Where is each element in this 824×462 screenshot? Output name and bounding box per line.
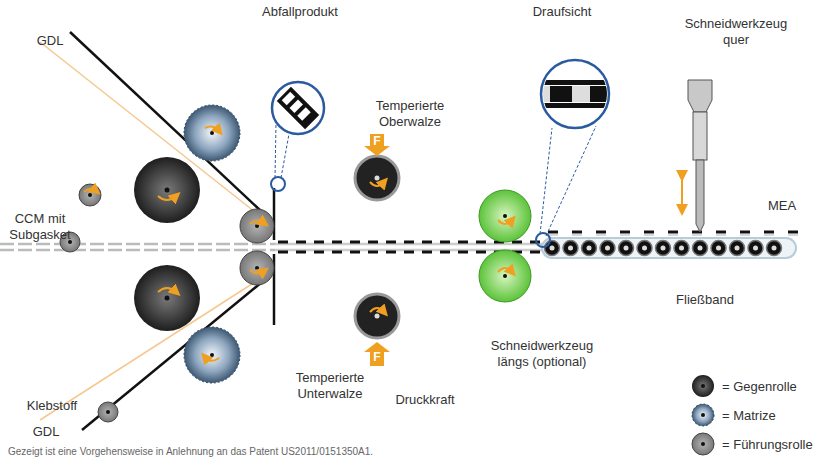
legend-row: = Matrize: [690, 403, 776, 427]
material-label: CCM mit Subgasket: [0, 211, 80, 243]
legend-text: = Gegenrolle: [722, 379, 797, 394]
callout-label: Abfallprodukt: [245, 4, 355, 20]
legend-text: = Matrize: [722, 408, 776, 423]
tool-label: Schneidwerkzeug längs (optional): [482, 338, 602, 370]
force-label: Druckkraft: [385, 392, 465, 408]
legend-swatch: [690, 402, 716, 428]
roll-label: Temperierte Unterwalze: [282, 370, 378, 402]
force-symbol: F: [370, 350, 384, 364]
legend-row: = Gegenrolle: [690, 374, 797, 398]
legend-swatch: [690, 373, 716, 399]
material-label: GDL: [26, 424, 66, 440]
force-symbol: F: [370, 134, 384, 148]
material-label: Klebstoff: [17, 398, 87, 414]
product-label: MEA: [762, 198, 802, 214]
material-label: GDL: [30, 33, 70, 49]
callout-label: Draufsicht: [517, 4, 607, 20]
conveyor-label: Fließband: [665, 292, 745, 308]
caption: Gezeigt ist eine Vorgehensweise in Anleh…: [8, 446, 373, 457]
roll-label: Temperierte Oberwalze: [362, 98, 458, 130]
tool-label: Schneidwerkzeug quer: [676, 16, 796, 48]
legend-swatch: [690, 431, 716, 457]
legend-row: = Führungsrolle: [690, 432, 813, 456]
legend-text: = Führungsrolle: [722, 437, 813, 452]
